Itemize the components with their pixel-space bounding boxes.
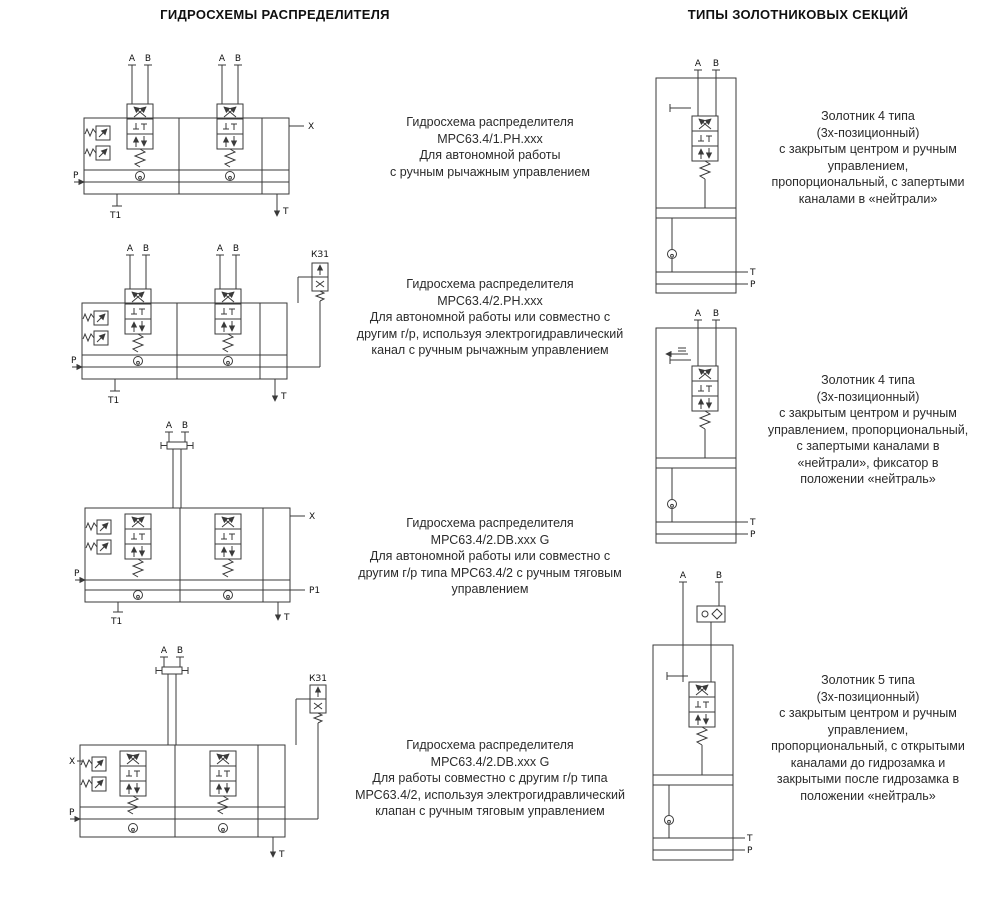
spool-section-2: A B T P (655, 309, 756, 544)
port-label-t: T (749, 268, 756, 278)
port-label-a: A (161, 646, 168, 656)
scheme-2-description: Гидросхема распределителя МРС63.4/2.РН.x… (356, 277, 624, 357)
port-label-b: B (235, 54, 241, 64)
hydraulic-scheme-1: A B A B X P T1 T (73, 54, 314, 221)
port-label-b: B (182, 421, 188, 431)
port-label-t: T (282, 207, 289, 217)
port-label-t1: T1 (110, 617, 122, 627)
hydraulic-scheme-2: A B A B КЗ1 P T1 T (71, 244, 329, 406)
port-label-b: B (716, 571, 722, 581)
spool-section-3: A B T P (652, 571, 753, 861)
spool-1-description: Золотник 4 типа (3х-позиционный) с закры… (771, 109, 965, 206)
port-label-t: T (746, 834, 753, 844)
hydraulic-scheme-4: A B КЗ1 X P T (69, 646, 327, 860)
spool-2-description: Золотник 4 типа (3х-позиционный) с закры… (767, 373, 969, 486)
port-label-b: B (233, 244, 239, 254)
port-label-p: P (747, 846, 753, 856)
port-label-t1: T1 (109, 211, 121, 221)
port-label-a: A (695, 59, 702, 69)
port-label-a: A (680, 571, 687, 581)
left-column-title: ГИДРОСХЕМЫ РАСПРЕДЕЛИТЕЛЯ (160, 7, 390, 22)
port-label-a: A (127, 244, 134, 254)
port-label-t: T (283, 613, 290, 623)
hydraulic-scheme-3: A B X P P1 T1 T (74, 421, 320, 627)
port-label-t: T (280, 392, 287, 402)
scheme-4-description: Гидросхема распределителя МРС63.4/2.DB.x… (355, 738, 625, 818)
port-label-p: P (73, 171, 79, 181)
spool-section-1: A B T P (655, 59, 756, 294)
spool-3-description: Золотник 5 типа (3х-позиционный) с закры… (771, 673, 965, 803)
port-label-p: P (69, 808, 75, 818)
port-label-p: P (74, 569, 80, 579)
port-label-a: A (129, 54, 136, 64)
port-label-t1: T1 (107, 396, 119, 406)
port-label-b: B (177, 646, 183, 656)
port-label-p: P (750, 280, 756, 290)
port-label-p: P (71, 356, 77, 366)
scheme-3-description: Гидросхема распределителя МРС63.4/2.DB.x… (358, 516, 622, 596)
port-label-x: X (69, 757, 75, 767)
port-label-t: T (278, 850, 285, 860)
port-label-a: A (695, 309, 702, 319)
port-label-a: A (217, 244, 224, 254)
scheme-1-description: Гидросхема распределителя МРС63.4/1.РН.x… (390, 115, 590, 179)
right-column-title: ТИПЫ ЗОЛОТНИКОВЫХ СЕКЦИЙ (687, 7, 909, 22)
port-label-a: A (166, 421, 173, 431)
port-label-p1: P1 (309, 586, 320, 596)
port-label-b: B (713, 59, 719, 69)
port-label-a: A (219, 54, 226, 64)
valve-label-kz1: КЗ1 (311, 250, 329, 260)
port-label-t: T (749, 518, 756, 528)
port-label-p: P (750, 530, 756, 540)
port-label-x: X (308, 122, 314, 132)
valve-label-kz1: КЗ1 (309, 674, 327, 684)
port-label-b: B (713, 309, 719, 319)
port-label-b: B (145, 54, 151, 64)
port-label-x: X (309, 512, 315, 522)
port-label-b: B (143, 244, 149, 254)
